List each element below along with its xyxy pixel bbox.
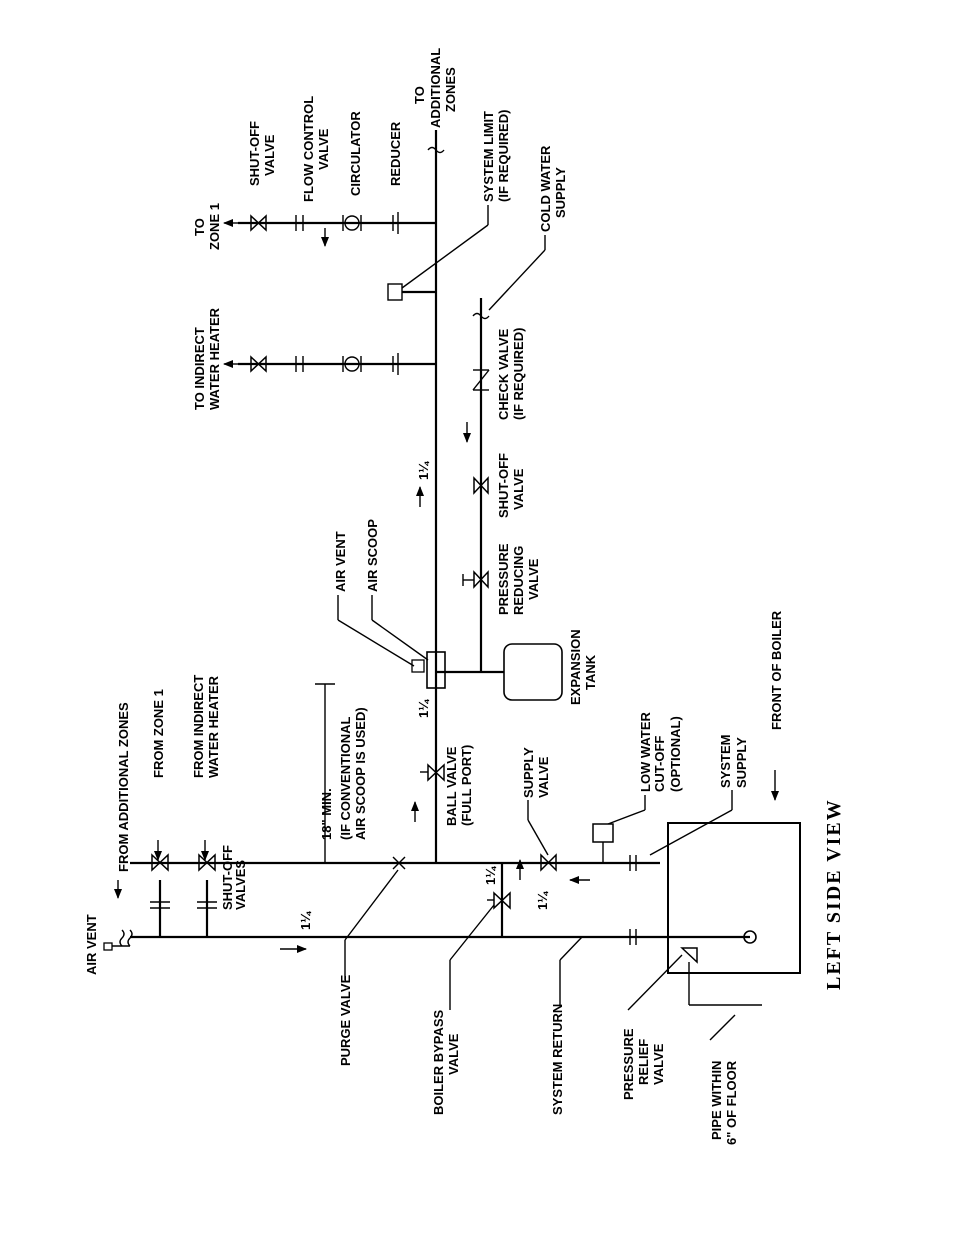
air-vent-label: AIR VENT [333,531,348,592]
system-limit-label-2: (IF REQUIRED) [496,110,511,202]
system-return-label: SYSTEM RETURN [550,1004,565,1115]
prv-label-3: VALVE [526,558,541,600]
boiler-bypass-label-2: VALVE [446,1033,461,1075]
air-vent-top-icon [103,929,133,951]
min18-label-3: AIR SCOOP IS USED) [353,707,368,840]
ball-valve-icon [420,763,445,782]
pipe-size-label-1: 1¼ [298,911,313,930]
to-additional-label-2: ADDITIONAL [428,48,443,128]
from-indirect-label-2: WATER HEATER [206,675,221,778]
pipes [130,130,750,939]
prv-label-2: REDUCING [511,546,526,615]
pipe-within-label-2: 6" OF FLOOR [724,1060,739,1145]
pipe-size-labels: 1¼ 1¼ 1¼ 1¼ 1¼ [298,461,550,930]
zone1-branch-fittings-icon [250,212,399,234]
labels: AIR VENT FROM ADDITIONAL ZONES FROM ZONE… [84,48,784,1145]
air-vent-top-label: AIR VENT [84,914,99,975]
bypass-valve-icon [487,891,511,910]
flow-control-label-2: VALVE [316,128,331,170]
expansion-tank-label-2: TANK [583,654,598,690]
supply-valve-label-1: SUPPLY [521,747,536,798]
pipe-within-label-1: PIPE WITHIN [709,1061,724,1140]
low-water-label-2: CUT-OFF [652,736,667,792]
to-zone1-label-2: ZONE 1 [207,203,222,250]
to-additional-label-3: ZONES [443,67,458,112]
check-valve-icon [472,369,490,391]
boiler-bypass-label-1: BOILER BYPASS [431,1009,446,1115]
low-water-cutoff-icon [592,823,614,863]
pressure-relief-valve-icon [680,947,762,1006]
system-supply-label-2: SUPPLY [734,737,749,788]
purge-valve-label: PURGE VALVE [338,974,353,1066]
supply-valve-label-2: VALVE [536,756,551,798]
check-valve-label-1: CHECK VALVE [496,328,511,420]
ball-valve-label-1: BALL VALVE [444,746,459,826]
return-shutoff-valves-icon [150,853,217,909]
purge-valve-icon [392,856,406,870]
expansion-tank-label-1: EXPANSION [568,629,583,705]
supply-valve-icon [540,853,557,872]
pipe-size-label-2: 1¼ [483,866,498,885]
low-water-label-1: LOW WATER [638,711,653,792]
shutoff-valves-label-2: VALVES [233,860,248,910]
from-additional-zones-label: FROM ADDITIONAL ZONES [116,702,131,872]
shutoff-valve-mid-icon [473,476,489,495]
pipe-size-label-5: 1¼ [416,461,431,480]
check-valve-label-2: (IF REQUIRED) [511,328,526,420]
from-indirect-label-1: FROM INDIRECT [191,675,206,778]
shutoff-valve-mid-label-1: SHUT-OFF [496,453,511,518]
system-supply-label-1: SYSTEM [718,735,733,788]
flow-arrows [114,219,779,953]
pipe-size-label-4: 1¼ [416,699,431,718]
reducer-label: REDUCER [388,121,403,186]
flow-control-label-1: FLOW CONTROL [301,96,316,202]
shutoff-valve-mid-label-2: VALVE [511,468,526,510]
to-zone1-label-1: TO [192,218,207,236]
pipe-size-label-3: 1¼ [535,891,550,910]
expansion-tank-icon [503,643,563,701]
to-additional-label-1: TO [412,86,427,104]
front-of-boiler-label: FRONT OF BOILER [769,610,784,730]
pressure-relief-label-1: PRESSURE [621,1028,636,1100]
fittings [103,146,762,1006]
from-zone-1-label: FROM ZONE 1 [151,689,166,778]
air-scoop-label: AIR SCOOP [365,519,380,592]
shutoff-valve-top-label-2: VALVE [262,134,277,176]
air-scoop-icon [411,651,446,689]
indirect-branch-fittings-icon [250,353,399,375]
pressure-relief-label-3: VALVE [651,1043,666,1085]
system-limit-label-1: SYSTEM LIMIT [481,111,496,202]
pressure-relief-label-2: RELIEF [636,1039,651,1085]
shutoff-valve-top-label-1: SHUT-OFF [247,121,262,186]
view-title: LEFT SIDE VIEW [823,798,845,990]
cold-water-label-2: SUPPLY [553,167,568,218]
ball-valve-label-2: (FULL PORT) [459,745,474,826]
low-water-label-3: (OPTIONAL) [668,716,683,792]
circulator-label: CIRCULATOR [348,111,363,196]
leaders [315,205,736,1041]
system-limit-icon [387,283,403,301]
min18-label-2: (IF CONVENTIONAL [338,716,353,840]
min18-label-1: 18" MIN. [319,788,334,840]
pressure-reducing-valve-icon [462,570,489,589]
prv-label-1: PRESSURE [496,543,511,615]
to-indirect-label-1: TO INDIRECT [192,327,207,410]
cold-water-label-1: COLD WATER [538,145,553,232]
to-indirect-label-2: WATER HEATER [207,307,222,410]
shutoff-valves-label-1: SHUT-OFF [220,845,235,910]
boiler [667,822,801,974]
